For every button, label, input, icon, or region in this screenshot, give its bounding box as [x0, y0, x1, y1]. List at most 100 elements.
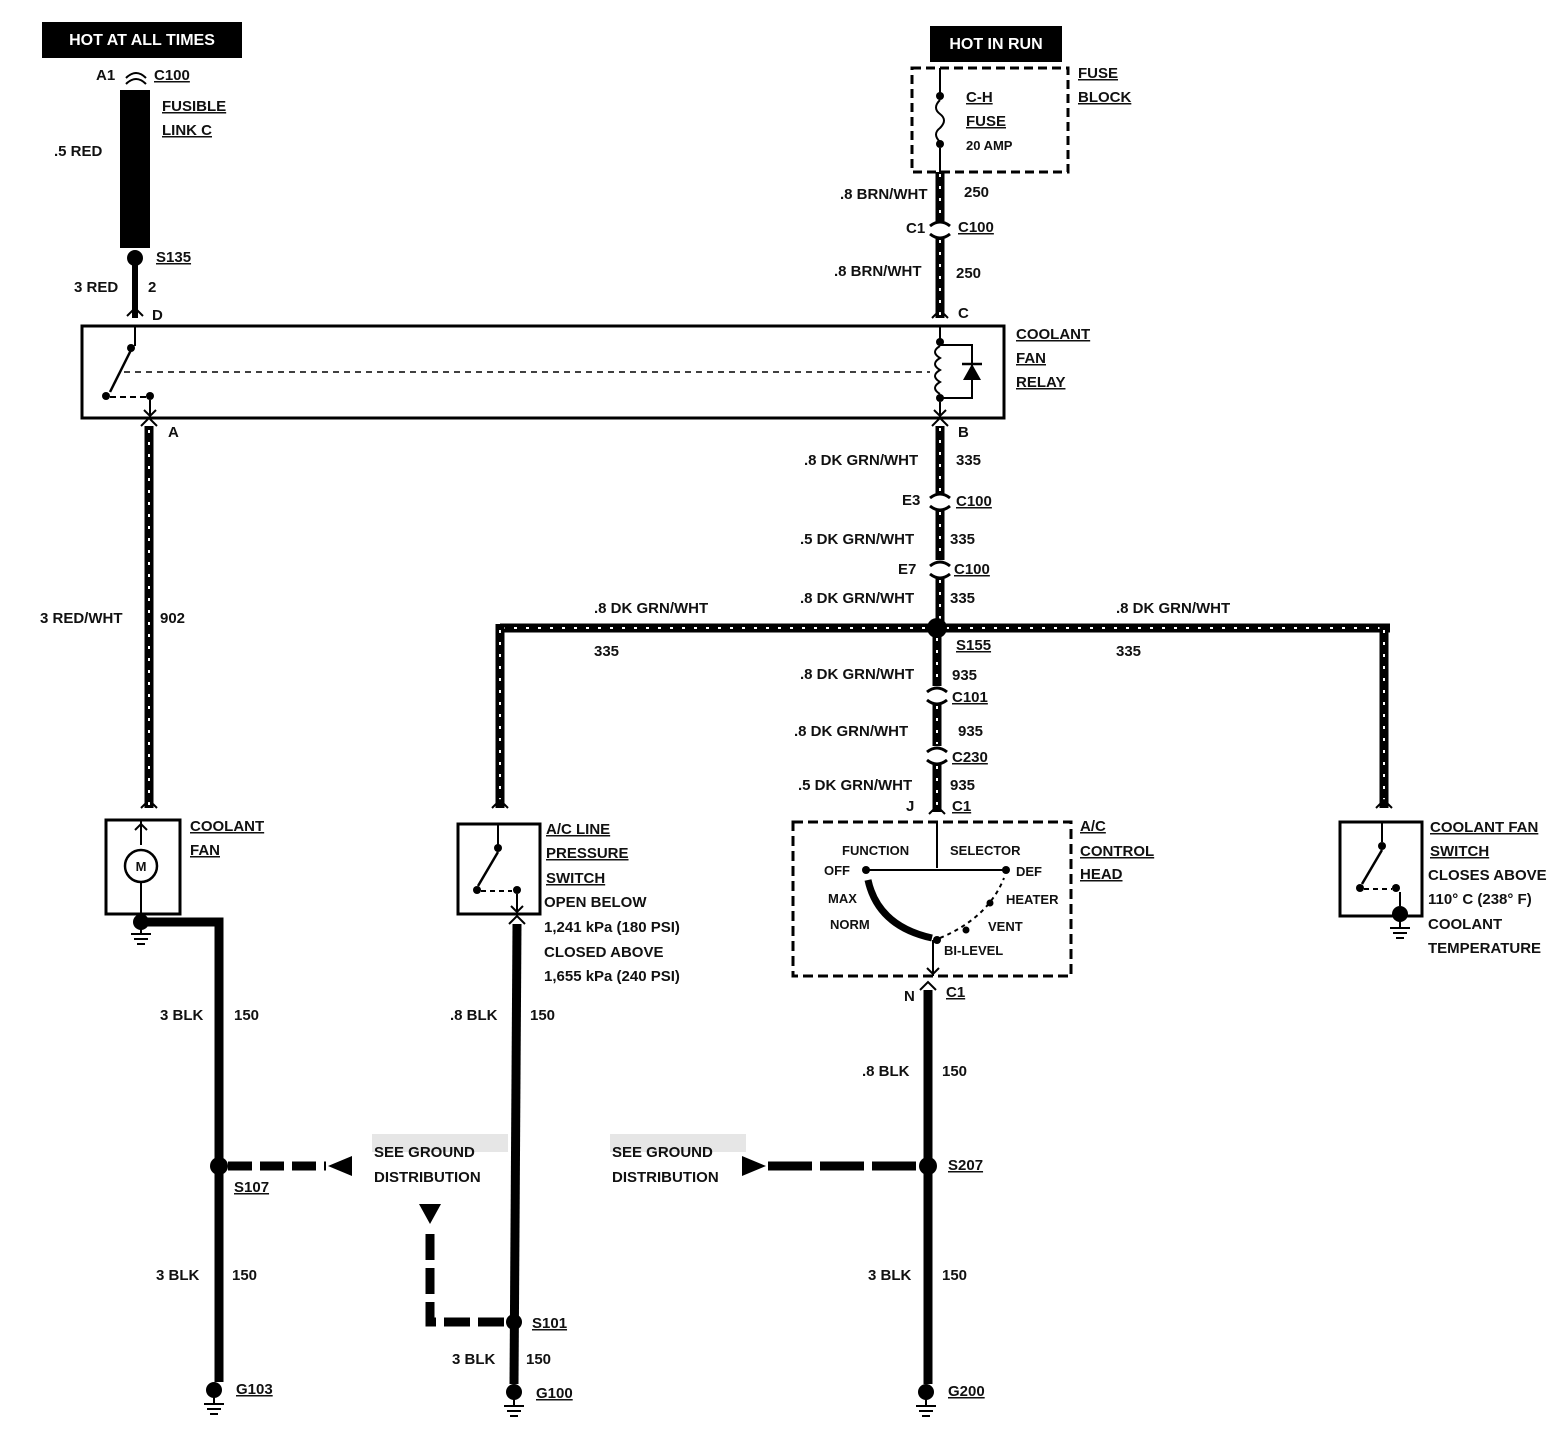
svg-text:HEAD: HEAD — [1080, 866, 1123, 883]
svg-text:935: 935 — [958, 723, 983, 740]
svg-text:SWITCH: SWITCH — [1430, 843, 1489, 860]
svg-text:MAX: MAX — [828, 891, 857, 906]
svg-text:SEE GROUND: SEE GROUND — [612, 1144, 713, 1161]
svg-text:A: A — [168, 424, 179, 441]
svg-text:C1: C1 — [906, 220, 925, 237]
svg-text:150: 150 — [530, 1007, 555, 1024]
svg-text:HOT IN RUN: HOT IN RUN — [949, 36, 1042, 53]
hot-in-run-header: HOT IN RUN — [930, 26, 1062, 62]
svg-text:.8 DK GRN/WHT: .8 DK GRN/WHT — [800, 666, 914, 683]
coolant-fan-relay: D C A B COOLANT FAN RELAY — [80, 305, 1090, 441]
svg-text:M: M — [136, 859, 147, 874]
svg-text:3 BLK: 3 BLK — [868, 1267, 912, 1284]
svg-text:150: 150 — [526, 1351, 551, 1368]
svg-text:TEMPERATURE: TEMPERATURE — [1428, 940, 1541, 957]
svg-text:250: 250 — [956, 265, 981, 282]
see-ground-arrow-3 — [742, 1156, 766, 1176]
feed-wire-250: .8 BRN/WHT 250 C1 C100 .8 BRN/WHT 250 — [834, 172, 994, 319]
svg-text:.5 RED: .5 RED — [54, 143, 103, 160]
svg-text:.8 BLK: .8 BLK — [450, 1007, 498, 1024]
svg-text:BLOCK: BLOCK — [1078, 89, 1131, 106]
svg-text:S207: S207 — [948, 1157, 983, 1174]
svg-text:S155: S155 — [956, 637, 991, 654]
svg-text:FUSE: FUSE — [1078, 65, 1118, 82]
svg-text:A/C: A/C — [1080, 818, 1106, 835]
svg-text:DEF: DEF — [1016, 864, 1042, 879]
svg-text:335: 335 — [950, 590, 975, 607]
pressure-switch-contact — [476, 851, 500, 887]
svg-text:C100: C100 — [958, 219, 994, 236]
see-ground-distribution-2: SEE GROUND DISTRIBUTION — [610, 1134, 746, 1186]
svg-text:S135: S135 — [156, 249, 191, 266]
svg-text:BI-LEVEL: BI-LEVEL — [944, 943, 1003, 958]
svg-text:OFF: OFF — [824, 863, 850, 878]
svg-text:SWITCH: SWITCH — [546, 870, 605, 887]
svg-text:FAN: FAN — [190, 842, 220, 859]
coolant-fan-switch: COOLANT FAN SWITCH CLOSES ABOVE 110° C (… — [1338, 819, 1547, 957]
svg-text:1,241 kPa (180 PSI): 1,241 kPa (180 PSI) — [544, 919, 680, 936]
svg-text:OPEN BELOW: OPEN BELOW — [544, 894, 647, 911]
svg-text:3 BLK: 3 BLK — [160, 1007, 204, 1024]
svg-text:C230: C230 — [952, 749, 988, 766]
svg-text:N: N — [904, 988, 915, 1005]
svg-text:.8 DK GRN/WHT: .8 DK GRN/WHT — [594, 600, 708, 617]
svg-text:.8 BLK: .8 BLK — [862, 1063, 910, 1080]
svg-text:3 BLK: 3 BLK — [156, 1267, 200, 1284]
svg-text:FUNCTION: FUNCTION — [842, 843, 909, 858]
svg-text:DISTRIBUTION: DISTRIBUTION — [612, 1169, 719, 1186]
svg-text:335: 335 — [950, 531, 975, 548]
svg-text:.8 BRN/WHT: .8 BRN/WHT — [834, 263, 922, 280]
branch-wire-335: .8 DK GRN/WHT 335 .8 DK GRN/WHT 335 S155 — [491, 600, 1393, 809]
svg-text:3 RED/WHT: 3 RED/WHT — [40, 610, 123, 627]
svg-text:G200: G200 — [948, 1383, 985, 1400]
svg-text:C1: C1 — [952, 798, 971, 815]
ground-g103-icon — [204, 1397, 224, 1415]
svg-text:G103: G103 — [236, 1381, 273, 1398]
svg-text:335: 335 — [1116, 643, 1141, 660]
svg-text:D: D — [152, 307, 163, 324]
svg-text:COOLANT: COOLANT — [190, 818, 264, 835]
fusible-link-c: A1 C100 FUSIBLE LINK C .5 RED S135 3 RED… — [54, 67, 226, 318]
svg-text:RELAY: RELAY — [1016, 374, 1065, 391]
splice-s155-dot — [927, 618, 947, 638]
relay-contact-arm — [108, 349, 133, 393]
svg-text:C100: C100 — [954, 561, 990, 578]
svg-text:S101: S101 — [532, 1315, 567, 1332]
svg-text:.5 DK GRN/WHT: .5 DK GRN/WHT — [800, 531, 914, 548]
svg-text:C1: C1 — [946, 984, 965, 1001]
ground-g200-icon — [916, 1399, 936, 1417]
ac-line-pressure-switch: A/C LINE PRESSURE SWITCH OPEN BELOW 1,24… — [456, 821, 680, 985]
svg-text:NORM: NORM — [830, 917, 870, 932]
pressure-switch-ground-path: .8 BLK 150 S101 3 BLK 150 G100 — [419, 914, 573, 1417]
coolant-fan: M COOLANT FAN — [104, 818, 264, 945]
svg-text:3 BLK: 3 BLK — [452, 1351, 496, 1368]
svg-text:110° C (238° F): 110° C (238° F) — [1428, 891, 1532, 908]
svg-text:HEATER: HEATER — [1006, 892, 1059, 907]
svg-text:S107: S107 — [234, 1179, 269, 1196]
svg-text:335: 335 — [956, 452, 981, 469]
svg-text:C101: C101 — [952, 689, 988, 706]
svg-text:150: 150 — [232, 1267, 257, 1284]
svg-text:.8 DK GRN/WHT: .8 DK GRN/WHT — [1116, 600, 1230, 617]
svg-text:150: 150 — [942, 1267, 967, 1284]
svg-text:2: 2 — [148, 279, 156, 296]
svg-text:J: J — [906, 798, 914, 815]
svg-text:LINK C: LINK C — [162, 122, 212, 139]
temp-switch-ground-icon — [1390, 920, 1410, 939]
fuse-block: FUSE BLOCK C-H FUSE 20 AMP — [910, 65, 1131, 174]
control-wire-935: .8 DK GRN/WHT 935 C101 .8 DK GRN/WHT 935… — [794, 636, 988, 815]
temp-switch-contact — [1360, 849, 1384, 885]
svg-text:A1: A1 — [96, 67, 115, 84]
svg-text:.8 BRN/WHT: .8 BRN/WHT — [840, 186, 928, 203]
svg-text:150: 150 — [942, 1063, 967, 1080]
svg-text:3 RED: 3 RED — [74, 279, 118, 296]
control-wire-335: .8 DK GRN/WHT 335 E3 C100 .5 DK GRN/WHT … — [800, 416, 992, 628]
svg-text:335: 335 — [594, 643, 619, 660]
control-head-ground-path: N C1 .8 BLK 150 S207 3 BLK 150 G200 — [742, 980, 985, 1417]
selector-arc — [864, 879, 933, 942]
svg-text:20 AMP: 20 AMP — [966, 138, 1013, 153]
svg-text:C: C — [958, 305, 969, 322]
ground-g100-icon — [504, 1399, 524, 1417]
svg-text:FAN: FAN — [1016, 350, 1046, 367]
